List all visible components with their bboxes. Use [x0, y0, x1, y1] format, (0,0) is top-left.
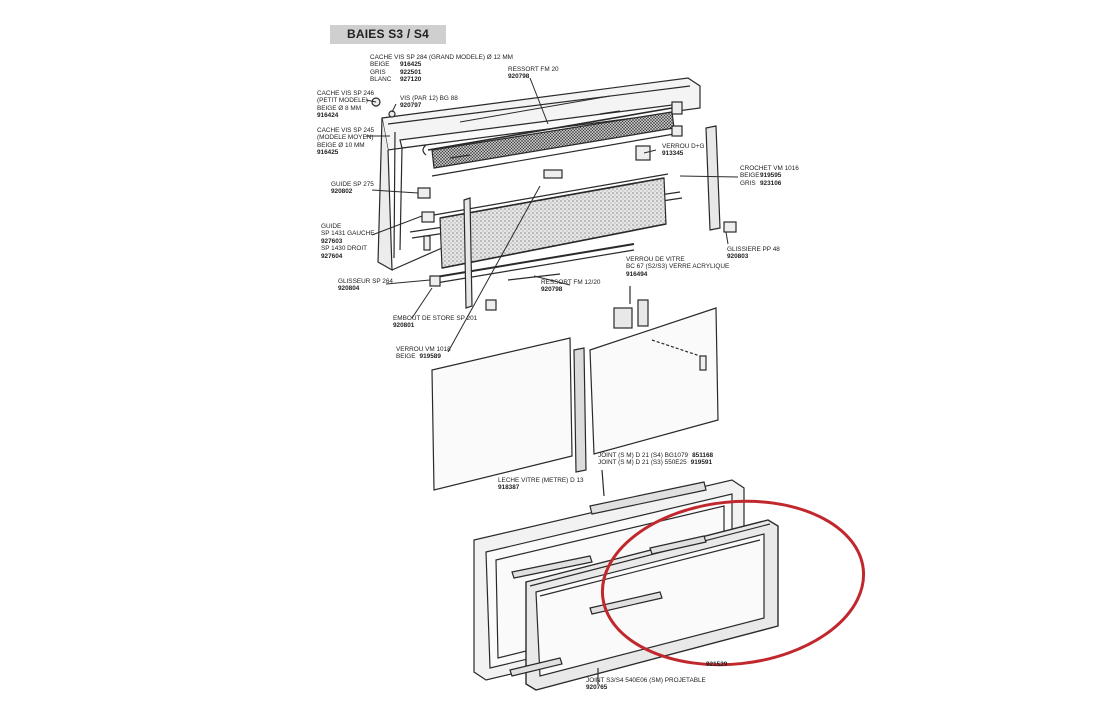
label-text: VERROU D+G	[662, 143, 705, 150]
label-ref: 920797	[400, 102, 422, 110]
label-text: GUIDE	[321, 223, 342, 230]
label-joint-projetable: JOINT S3/S4 540E06 (SM) PROJETABLE 92076…	[586, 677, 706, 692]
label-text: VERROU VM 1018	[396, 346, 451, 353]
label-text: RESSORT FM 12/20	[541, 279, 601, 286]
label-text: JOINT (S M) D 21 (S3) 550E25	[598, 459, 687, 467]
label-text: EMBOUT DE STORE SP 201	[393, 315, 478, 322]
label-row: BLANC 927120	[370, 76, 513, 83]
label-row: GRIS 923106	[740, 180, 799, 187]
label-ref: 920802	[331, 188, 353, 196]
diagram-title: BAIES S3 / S4	[347, 27, 429, 41]
lower-frame-assembly	[473, 469, 779, 691]
label-text: JOINT S3/S4 540E06 (SM) PROJETABLE	[586, 677, 706, 684]
leader-lines-upper	[365, 77, 739, 353]
label-ref: 922501	[400, 68, 422, 76]
label-guide-275: GUIDE SP 275 920802	[331, 181, 374, 196]
label-cache-vis-245: CACHE VIS SP 245 (MODELE MOYEN) BEIGE Ø …	[317, 127, 374, 157]
label-text: SP 1431 GAUCHE	[321, 230, 375, 238]
label-text: BEIGE Ø 10 MM	[317, 141, 365, 149]
label-ressort-fm1220: RESSORT FM 12/20 920798	[541, 279, 600, 294]
label-text: BEIGE Ø 8 MM	[317, 104, 362, 112]
label-ressort-fm20: RESSORT FM 20 920798	[508, 66, 559, 81]
glass-panes	[431, 286, 719, 491]
label-text: BEIGE	[370, 61, 390, 69]
label-text: (PETIT MODELE)	[317, 97, 369, 105]
label-ref: 916425	[400, 61, 422, 69]
label-row: GRIS 922501	[370, 69, 513, 76]
label-text: (MODELE MOYEN)	[317, 134, 374, 142]
label-text: BLANC	[370, 76, 392, 84]
label-ref: 913345	[662, 150, 684, 158]
label-ref: 919591	[690, 459, 712, 467]
label-ref: 851168	[692, 452, 714, 459]
label-ref: 920765	[586, 684, 608, 692]
label-text: CACHE VIS SP 284 (GRAND MODELE) Ø 12 MM	[370, 54, 513, 61]
label-ref: 920798	[541, 286, 563, 294]
label-cache-vis-246: CACHE VIS SP 246 (PETIT MODELE) BEIGE Ø …	[317, 90, 374, 120]
upper-frame-assembly	[371, 77, 737, 311]
label-cache-vis-284: CACHE VIS SP 284 (GRAND MODELE) Ø 12 MM …	[370, 54, 513, 84]
label-text: GRIS	[740, 179, 756, 187]
label-glissiere: GLISSIERE PP 48 920803	[727, 246, 780, 261]
label-text: GLISSIERE PP 48	[727, 246, 780, 253]
label-ref: 916494	[626, 270, 648, 278]
label-leche-vitre: LECHE VITRE (METRE) D 13 918387	[498, 477, 584, 492]
label-embout: EMBOUT DE STORE SP 201 920801	[393, 315, 477, 330]
label-ref: 927604	[321, 252, 343, 260]
label-text: JOINT (S M) D 21 (S4) BG1079	[598, 452, 689, 459]
label-text: CACHE VIS SP 245	[317, 127, 375, 134]
label-ref: 920798	[508, 73, 530, 81]
label-ref: 921529	[706, 661, 728, 668]
label-verrou-vitre: VERROU DE VITRE BC 67 (S2/S3) VERRE ACRY…	[626, 256, 729, 278]
label-ref: 927603	[321, 237, 343, 245]
label-text: GUIDE SP 275	[331, 181, 374, 188]
label-text: VIS (PAR 12) BG 88	[400, 95, 458, 102]
label-text: BEIGE	[396, 353, 416, 361]
label-ref: 923106	[760, 179, 782, 187]
label-text: VERROU DE VITRE	[626, 256, 685, 263]
label-ref: 916424	[317, 112, 339, 120]
label-text: GRIS	[370, 68, 386, 76]
label-text: SP 1430 DROIT	[321, 245, 368, 253]
label-text: CACHE VIS SP 246	[317, 90, 375, 97]
label-row: BEIGE 916425	[370, 61, 513, 68]
label-glisseur: GLISSEUR SP 264 920804	[338, 278, 393, 293]
label-text: CROCHET VM 1016	[740, 165, 799, 172]
label-text: GLISSEUR SP 264	[338, 278, 393, 285]
highlight-ellipse	[600, 499, 866, 667]
label-verrou-dg: VERROU D+G 913345	[662, 143, 704, 158]
label-ref: 916425	[317, 149, 339, 157]
label-ref: 920803	[727, 253, 749, 261]
label-text: LECHE VITRE (METRE) D 13	[498, 477, 584, 484]
label-vis: VIS (PAR 12) BG 88 920797	[400, 95, 458, 110]
title-band: BAIES S3 / S4	[330, 25, 446, 44]
label-ref: 918387	[498, 484, 520, 492]
label-ref: 920801	[393, 322, 415, 330]
label-ref: 927120	[400, 76, 422, 84]
label-text: BEIGE	[740, 172, 760, 180]
label-ref: 920804	[338, 285, 360, 293]
label-ref: 919589	[419, 353, 441, 361]
label-text: RESSORT FM 20	[508, 66, 559, 73]
label-ref: 919595	[760, 172, 782, 180]
label-text: BC 67 (S2/S3) VERRE ACRYLIQUE	[626, 263, 730, 271]
label-joint-bottom-right: 921529	[706, 661, 727, 668]
label-guide-1431-1430: GUIDE SP 1431 GAUCHE 927603 SP 1430 DROI…	[321, 223, 375, 260]
